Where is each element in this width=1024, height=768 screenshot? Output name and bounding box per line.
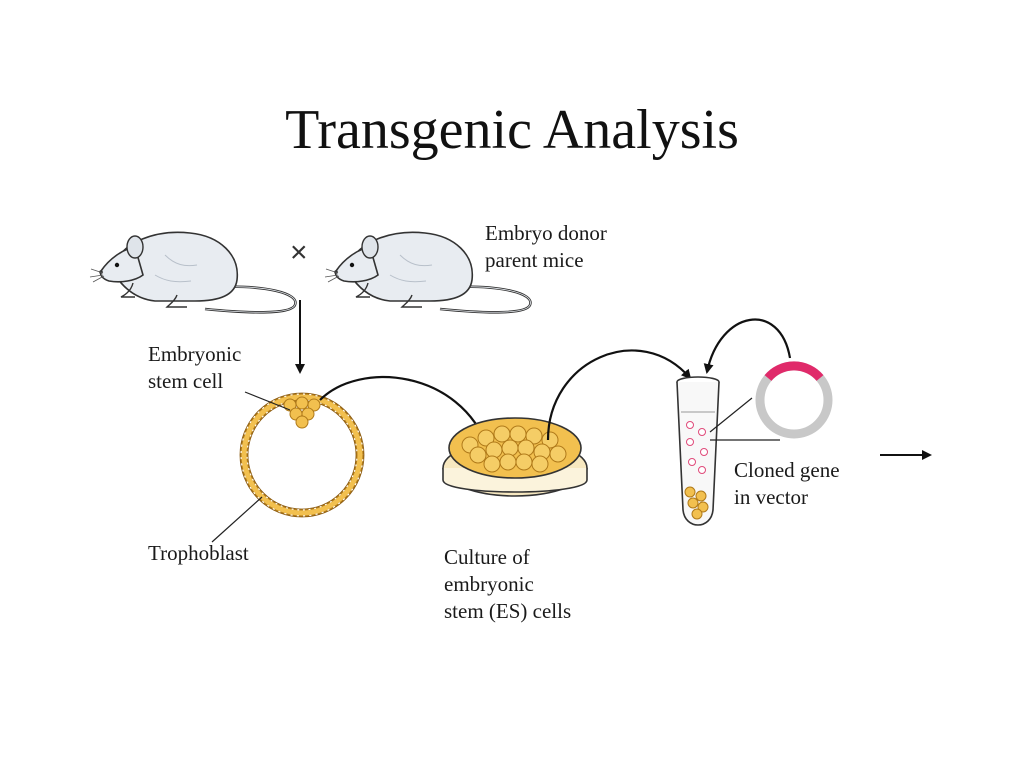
slide-title: Transgenic Analysis <box>285 99 739 161</box>
arrow-vector-to-tube <box>703 318 792 374</box>
petri-dish <box>442 417 588 497</box>
label-donor-mice: Embryo donor parent mice <box>485 221 607 272</box>
mouse-left <box>88 231 297 314</box>
cross-symbol: × <box>290 236 308 269</box>
test-tube <box>676 376 720 526</box>
label-es-culture: Culture of embryonic stem (ES) cells <box>444 545 572 623</box>
inner-cell-mass <box>283 396 321 429</box>
blastocyst <box>239 392 365 518</box>
trophoblast-leader <box>211 496 263 543</box>
arrow-blastocyst-to-dish <box>319 375 490 450</box>
label-trophoblast: Trophoblast <box>148 541 249 565</box>
label-embryonic-stem-cell: Embryonic stem cell <box>148 342 242 393</box>
arrow-dish-to-tube <box>546 349 692 441</box>
vector-leader-top <box>709 397 753 433</box>
stem-cell-leader <box>244 391 291 411</box>
label-cloned-gene: Cloned gene in vector <box>734 458 840 509</box>
vector-plasmid <box>755 361 833 439</box>
